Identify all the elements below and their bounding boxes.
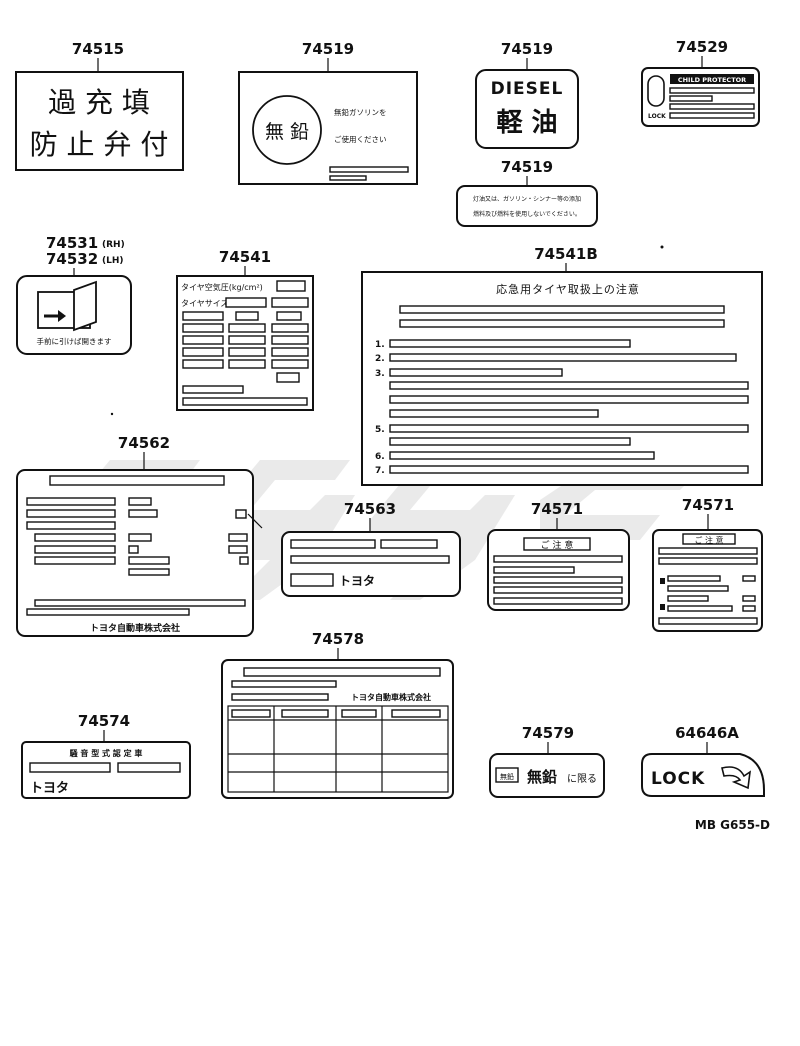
label-74574-bar1 bbox=[29, 762, 111, 773]
label-64646a bbox=[641, 753, 765, 797]
label-74531-text: 手前に引けば開きます bbox=[37, 336, 112, 346]
label-74515-line2: 防 止 弁 付 bbox=[30, 128, 169, 161]
label-74519-text2: ご使用ください bbox=[334, 134, 387, 144]
label-74519-bar2 bbox=[329, 175, 367, 181]
label-74571-b-title-box bbox=[682, 533, 736, 545]
leader-74562-detail bbox=[247, 513, 263, 529]
part-number-74541b: 74541B bbox=[534, 245, 598, 263]
part-number-74541: 74541 bbox=[219, 248, 271, 266]
label-74541b-n1: 1. bbox=[375, 340, 385, 350]
label-74578-bar2 bbox=[231, 680, 337, 688]
label-74529-bar4 bbox=[669, 112, 755, 119]
label-74574-title: 騒 音 型 式 認 定 車 bbox=[69, 748, 143, 758]
label-74579 bbox=[489, 753, 605, 798]
label-74541b-title: 応急用タイヤ取扱上の注意 bbox=[496, 282, 640, 296]
label-74563-brand: トヨタ bbox=[339, 574, 375, 588]
label-74519-unleaded bbox=[238, 71, 418, 185]
label-74541b-lines bbox=[389, 305, 749, 474]
label-74541b-n3: 3. bbox=[375, 369, 385, 379]
label-74571-b-title: ご 注 意 bbox=[694, 535, 723, 545]
label-74541-grid bbox=[182, 297, 309, 406]
label-74563-bar3 bbox=[290, 555, 450, 564]
label-74519-keiyu-text: 軽 油 bbox=[496, 107, 557, 138]
label-74515 bbox=[15, 71, 184, 171]
part-number-64646a: 64646A bbox=[675, 724, 739, 742]
label-74579-small: 無鉛 bbox=[500, 772, 514, 781]
label-74578-maker: トヨタ自動車株式会社 bbox=[351, 692, 431, 702]
part-number-74562: 74562 bbox=[118, 434, 170, 452]
door-handle-icon bbox=[37, 280, 97, 332]
part-number-74532: 74532 bbox=[46, 250, 98, 268]
part-number-74531-side: (RH) bbox=[102, 240, 125, 250]
label-74529-bar2 bbox=[669, 95, 713, 102]
part-number-74571-a: 74571 bbox=[531, 500, 583, 518]
part-number-74515: 74515 bbox=[72, 40, 124, 58]
label-74519-circle-text: 無 鉛 bbox=[265, 121, 309, 143]
label-74571-a-title-box bbox=[523, 537, 591, 551]
label-74541b-n2: 2. bbox=[375, 354, 385, 364]
scan-dot bbox=[660, 245, 664, 249]
part-number-74574: 74574 bbox=[78, 712, 130, 730]
label-74541b-n5: 5. bbox=[375, 425, 385, 435]
label-74562-maker: トヨタ自動車株式会社 bbox=[90, 622, 180, 634]
label-74519-warning bbox=[456, 185, 598, 227]
label-74571-a-title: ご 注 意 bbox=[541, 539, 574, 551]
label-74529-bar1 bbox=[669, 87, 755, 94]
label-74529-lock: LOCK bbox=[648, 113, 666, 120]
label-74541-title-box bbox=[276, 280, 306, 292]
label-74541-title: タイヤ空気圧(kg/cm²) bbox=[181, 282, 263, 292]
part-number-74519-warning: 74519 bbox=[501, 158, 553, 176]
label-74515-line1: 過 充 填 bbox=[48, 86, 150, 119]
unleaded-circle-icon bbox=[252, 95, 322, 165]
label-74578-bar3 bbox=[231, 693, 329, 701]
part-number-74578: 74578 bbox=[312, 630, 364, 648]
label-74529-title: CHILD PROTECTOR bbox=[678, 76, 746, 84]
catalog-reference: MB G655-D bbox=[695, 818, 770, 832]
label-74574-bar2 bbox=[117, 762, 181, 773]
label-74519-warning-text2: 燃料及び燃料を使用しないでください。 bbox=[473, 210, 581, 218]
part-number-74579: 74579 bbox=[522, 724, 574, 742]
lock-slot-icon bbox=[647, 75, 665, 107]
label-74574-brand: トヨタ bbox=[30, 781, 69, 796]
label-74519-bar1 bbox=[329, 166, 409, 173]
label-74519-warning-text1: 灯油又は、ガソリン・シンナー等の添加 bbox=[473, 195, 581, 203]
label-74579-small-box bbox=[495, 767, 519, 783]
label-74529-bar3 bbox=[669, 103, 755, 110]
label-74541b-n6: 6. bbox=[375, 452, 385, 462]
label-74579-suffix: に限る bbox=[567, 773, 597, 785]
label-74541-size: タイヤサイズ bbox=[181, 298, 229, 308]
label-74519-text1: 無鉛ガソリンを bbox=[334, 107, 387, 117]
label-74563-bar2 bbox=[380, 539, 438, 549]
scan-dot bbox=[110, 412, 114, 416]
label-74541b-n7: 7. bbox=[375, 466, 385, 476]
label-74571-a-lines bbox=[493, 555, 623, 605]
part-number-74531: 74531 bbox=[46, 234, 98, 252]
part-number-74519-unleaded: 74519 bbox=[302, 40, 354, 58]
part-number-74529: 74529 bbox=[676, 38, 728, 56]
part-number-74571-b: 74571 bbox=[682, 496, 734, 514]
label-74578-table bbox=[227, 705, 449, 793]
label-74529-title-band bbox=[670, 74, 754, 84]
label-74563-box bbox=[290, 573, 334, 587]
label-74579-main: 無鉛 bbox=[527, 768, 557, 786]
label-74563-bar1 bbox=[290, 539, 376, 549]
label-74571-b-lines bbox=[658, 547, 758, 625]
label-74578-bar1 bbox=[243, 667, 441, 677]
part-number-74563: 74563 bbox=[344, 500, 396, 518]
part-number-74532-side: (LH) bbox=[102, 256, 124, 266]
label-64646a-lock: LOCK bbox=[651, 769, 705, 789]
label-74562-lines bbox=[26, 475, 249, 616]
part-number-74519-diesel: 74519 bbox=[501, 40, 553, 58]
label-74519-diesel-text: DIESEL bbox=[491, 79, 564, 99]
label-74519-diesel bbox=[475, 69, 579, 149]
lock-arrow-icon bbox=[721, 766, 752, 790]
